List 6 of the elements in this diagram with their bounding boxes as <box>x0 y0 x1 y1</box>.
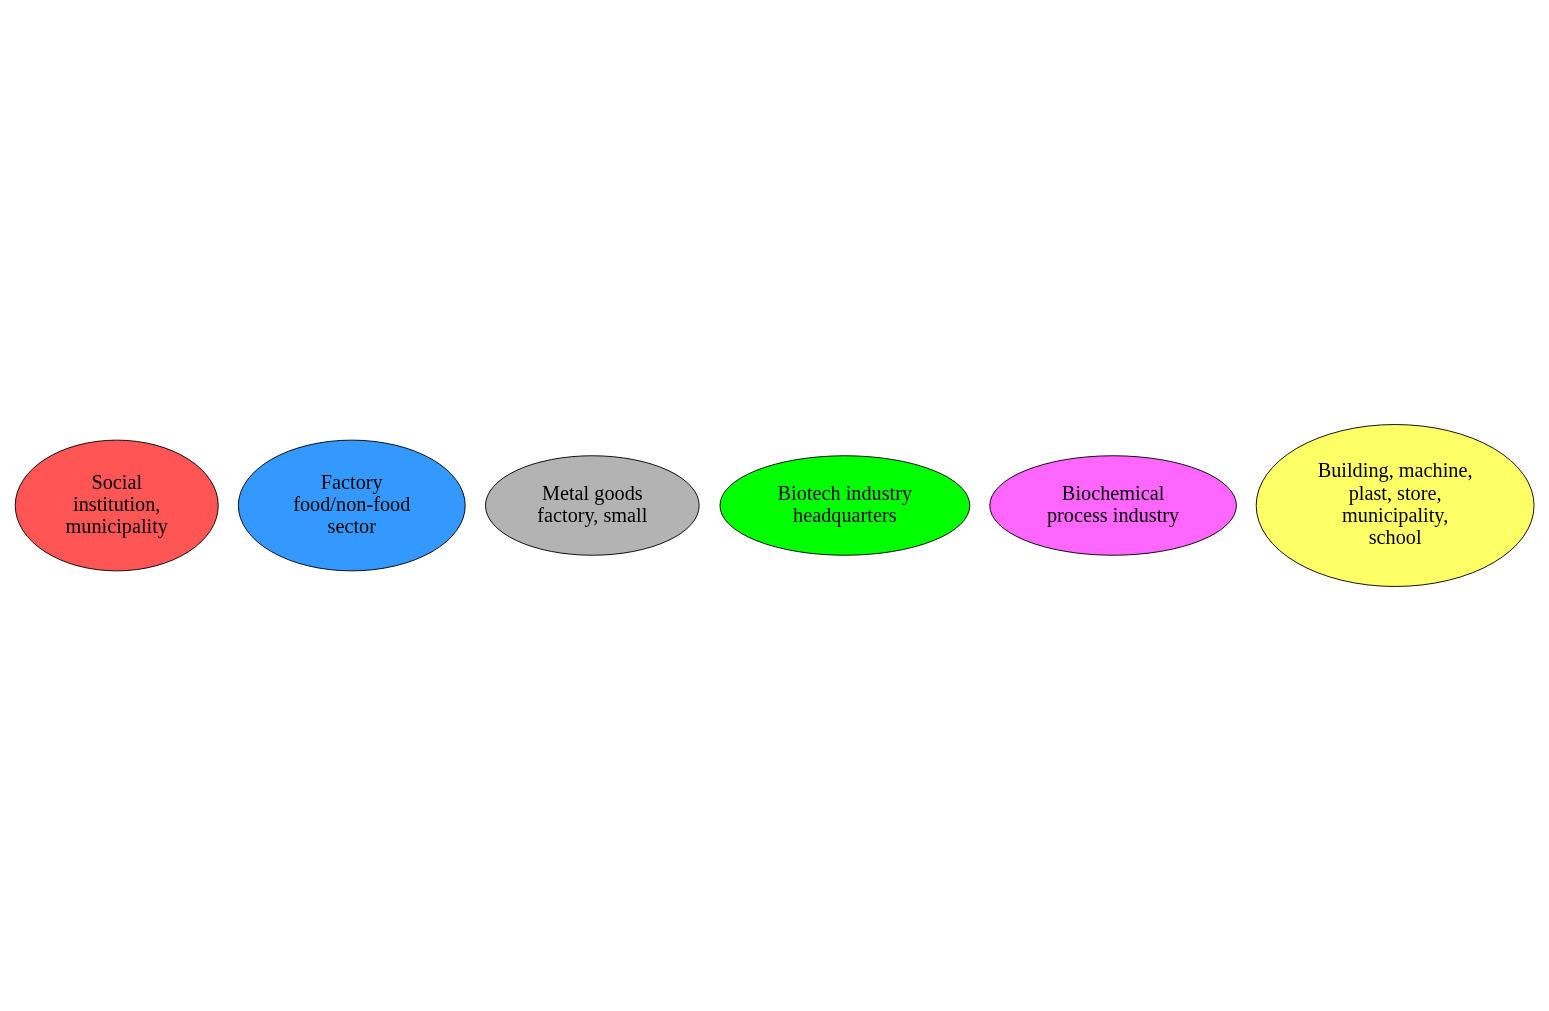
node-ellipse: Building, machine, plast, store, municipality, school <box>1255 424 1535 587</box>
node-ellipse: Factory food/non-food sector <box>237 439 466 572</box>
node-ellipse: Biochemical process industry <box>989 455 1237 556</box>
node-ellipse: Metal goods factory, small <box>485 455 700 556</box>
node-ellipse: Biotech industry headquarters <box>719 455 971 556</box>
node-ellipse: Social institution, municipality <box>14 439 219 572</box>
